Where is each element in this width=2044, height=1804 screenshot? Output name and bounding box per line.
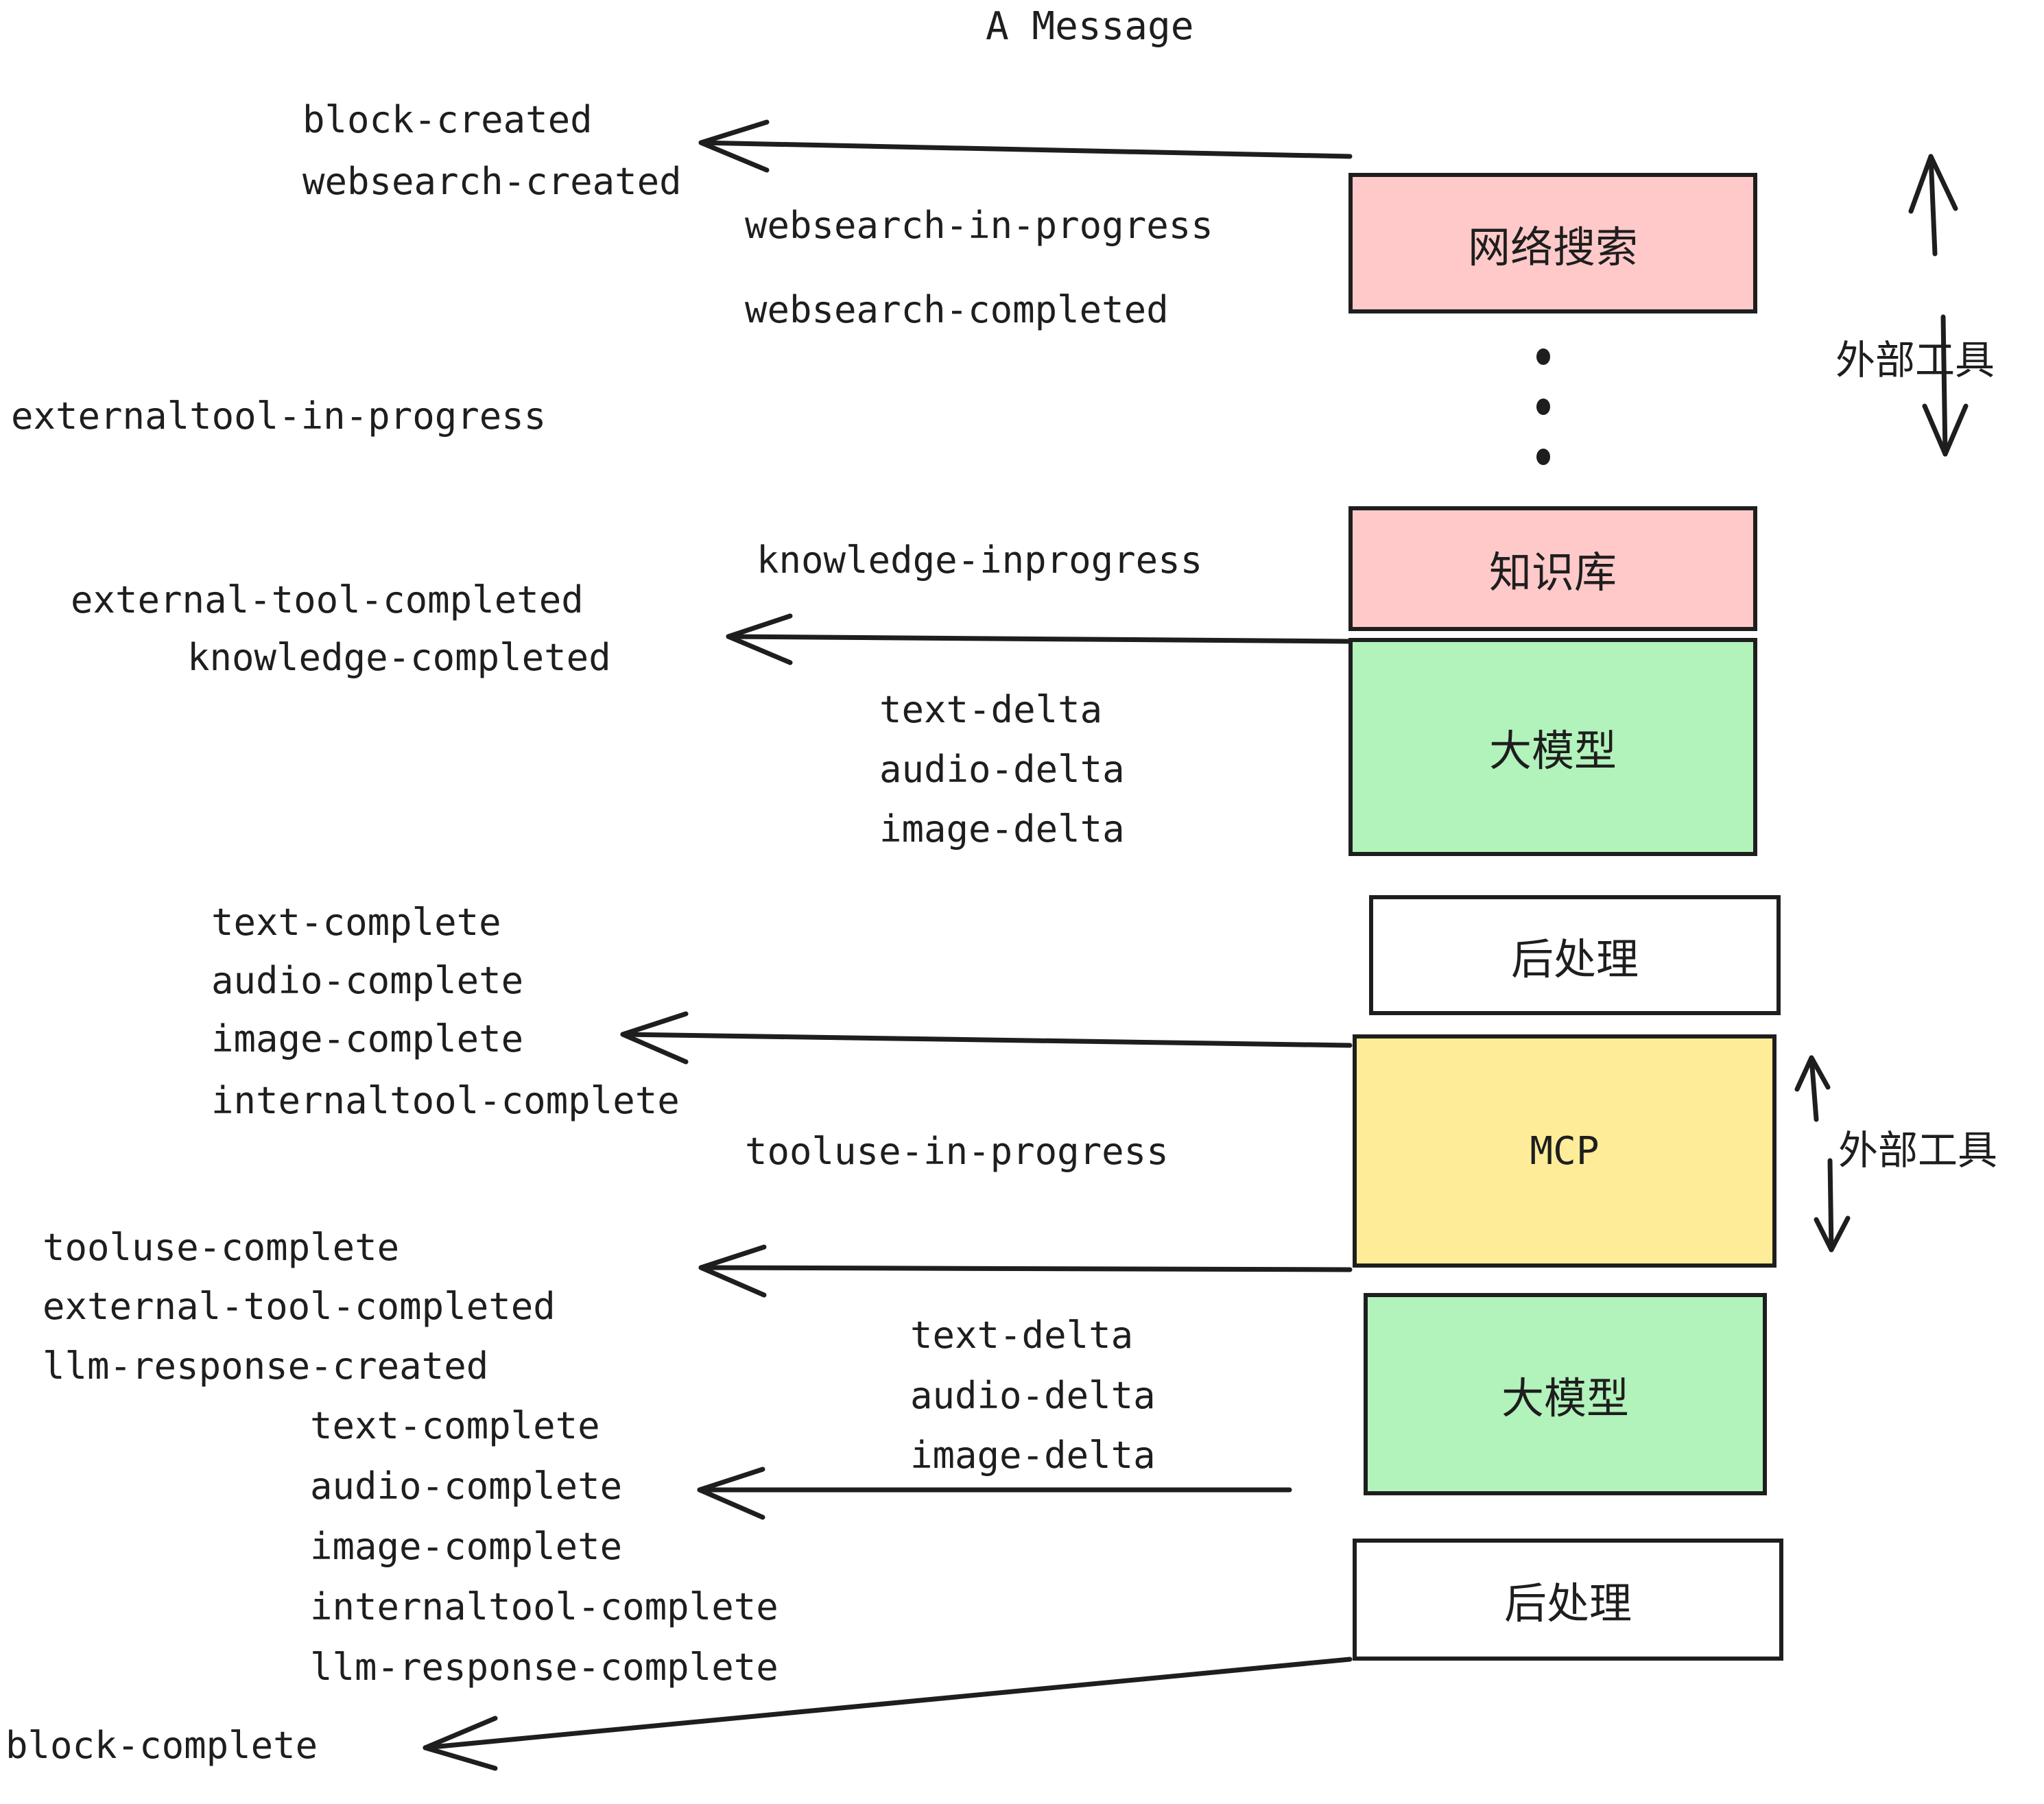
event-audio-delta-1: audio-delta xyxy=(879,748,1125,791)
box-postprocess-1-label: 后处理 xyxy=(1510,934,1639,984)
side-label-external-tools-bottom: 外部工具 xyxy=(1838,1127,1998,1174)
ellipsis-dot xyxy=(1536,348,1550,365)
arrow-external-tools-top-up xyxy=(1908,154,1958,257)
event-external-tool-completed-1: external-tool-completed xyxy=(71,578,584,621)
arrow-mcp-to-tooluse-complete xyxy=(698,1244,1353,1298)
arrow-postprocess-to-image-complete xyxy=(620,1011,1353,1065)
event-image-complete-1: image-complete xyxy=(211,1017,524,1060)
box-postprocess-1[interactable]: 后处理 xyxy=(1369,895,1781,1015)
event-text-complete-2: text-complete xyxy=(310,1404,600,1447)
event-internaltool-complete-2: internaltool-complete xyxy=(310,1585,779,1628)
event-text-delta-1: text-delta xyxy=(879,688,1103,731)
diagram-title: A Message xyxy=(986,4,1194,49)
event-knowledge-inprogress: knowledge-inprogress xyxy=(757,538,1203,582)
event-text-delta-2: text-delta xyxy=(910,1314,1134,1357)
event-knowledge-completed: knowledge-completed xyxy=(187,636,611,679)
box-mcp[interactable]: MCP xyxy=(1353,1034,1776,1268)
event-image-complete-2: image-complete xyxy=(310,1525,623,1568)
arrow-knowledge-to-knowledge-completed xyxy=(726,613,1353,665)
event-externaltool-in-progress: externaltool-in-progress xyxy=(11,394,547,438)
event-audio-complete-1: audio-complete xyxy=(211,959,524,1002)
event-image-delta-2: image-delta xyxy=(910,1434,1156,1477)
event-internaltool-complete-1: internaltool-complete xyxy=(211,1079,680,1122)
side-label-external-tools-top: 外部工具 xyxy=(1835,337,1995,383)
event-tooluse-in-progress: tooluse-in-progress xyxy=(745,1130,1169,1173)
box-llm-1[interactable]: 大模型 xyxy=(1348,638,1757,856)
event-llm-response-complete: llm-response-complete xyxy=(310,1646,779,1689)
box-knowledge-label: 知识库 xyxy=(1488,547,1617,597)
box-mcp-label: MCP xyxy=(1530,1128,1600,1174)
event-websearch-created: websearch-created xyxy=(302,160,682,203)
box-llm-2-label: 大模型 xyxy=(1501,1373,1629,1423)
ellipsis-dot xyxy=(1536,399,1550,415)
event-audio-delta-2: audio-delta xyxy=(910,1374,1156,1417)
event-websearch-completed: websearch-completed xyxy=(745,288,1169,331)
box-websearch-label: 网络搜索 xyxy=(1467,222,1638,272)
event-llm-response-created: llm-response-created xyxy=(43,1344,489,1388)
box-postprocess-2[interactable]: 后处理 xyxy=(1353,1539,1783,1661)
vertical-ellipsis-icon xyxy=(1535,348,1552,465)
arrow-websearch-to-block-created xyxy=(698,119,1353,173)
event-block-complete: block-complete xyxy=(5,1724,318,1767)
box-websearch[interactable]: 网络搜索 xyxy=(1348,173,1757,313)
event-audio-complete-2: audio-complete xyxy=(310,1464,623,1508)
event-external-tool-completed-2: external-tool-completed xyxy=(43,1285,556,1328)
event-text-complete-1: text-complete xyxy=(211,901,501,944)
box-llm-1-label: 大模型 xyxy=(1488,726,1617,776)
box-postprocess-2-label: 后处理 xyxy=(1504,1578,1632,1628)
event-image-delta-1: image-delta xyxy=(879,807,1125,851)
event-tooluse-complete: tooluse-complete xyxy=(43,1226,400,1269)
arrow-external-tools-bottom-up xyxy=(1794,1055,1831,1122)
ellipsis-dot xyxy=(1536,449,1550,465)
event-block-created: block-created xyxy=(302,98,593,141)
box-knowledge[interactable]: 知识库 xyxy=(1348,506,1757,631)
box-llm-2[interactable]: 大模型 xyxy=(1364,1293,1767,1495)
event-websearch-in-progress: websearch-in-progress xyxy=(745,204,1213,247)
